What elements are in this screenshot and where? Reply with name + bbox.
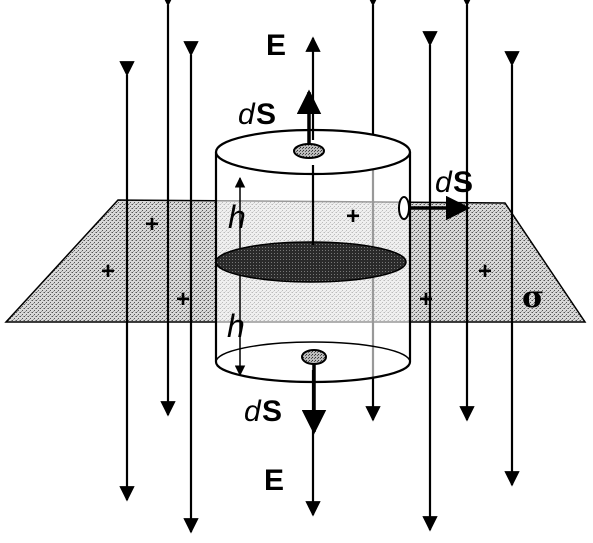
charge-plus: + — [346, 203, 360, 230]
field-label-bottom: E — [264, 464, 284, 497]
svg-text:S: S — [256, 98, 276, 131]
charge-plus: + — [101, 258, 115, 285]
charge-symbols: + + + + + + — [101, 203, 492, 313]
svg-text:d: d — [244, 395, 262, 428]
surface-charge-density-label: σ — [522, 280, 544, 315]
side-area-patch — [398, 196, 410, 220]
area-label-top: d S — [238, 98, 276, 131]
charge-plus: + — [419, 286, 433, 313]
height-label-upper: h — [228, 199, 246, 235]
top-area-patch — [293, 143, 325, 159]
field-label-top: E — [266, 29, 286, 62]
charge-plus: + — [478, 258, 492, 285]
area-label-side: d S — [435, 166, 473, 199]
svg-text:d: d — [238, 98, 256, 131]
charge-plus: + — [176, 286, 190, 313]
svg-text:S: S — [453, 166, 473, 199]
area-label-bottom: d S — [244, 395, 282, 428]
bottom-area-patch — [301, 349, 327, 365]
svg-text:d: d — [435, 166, 453, 199]
height-label-lower: h — [227, 308, 245, 344]
charge-plus: + — [145, 211, 159, 238]
area-vectors — [296, 89, 471, 435]
enclosed-charge-disc — [215, 241, 407, 283]
svg-text:S: S — [262, 395, 282, 428]
